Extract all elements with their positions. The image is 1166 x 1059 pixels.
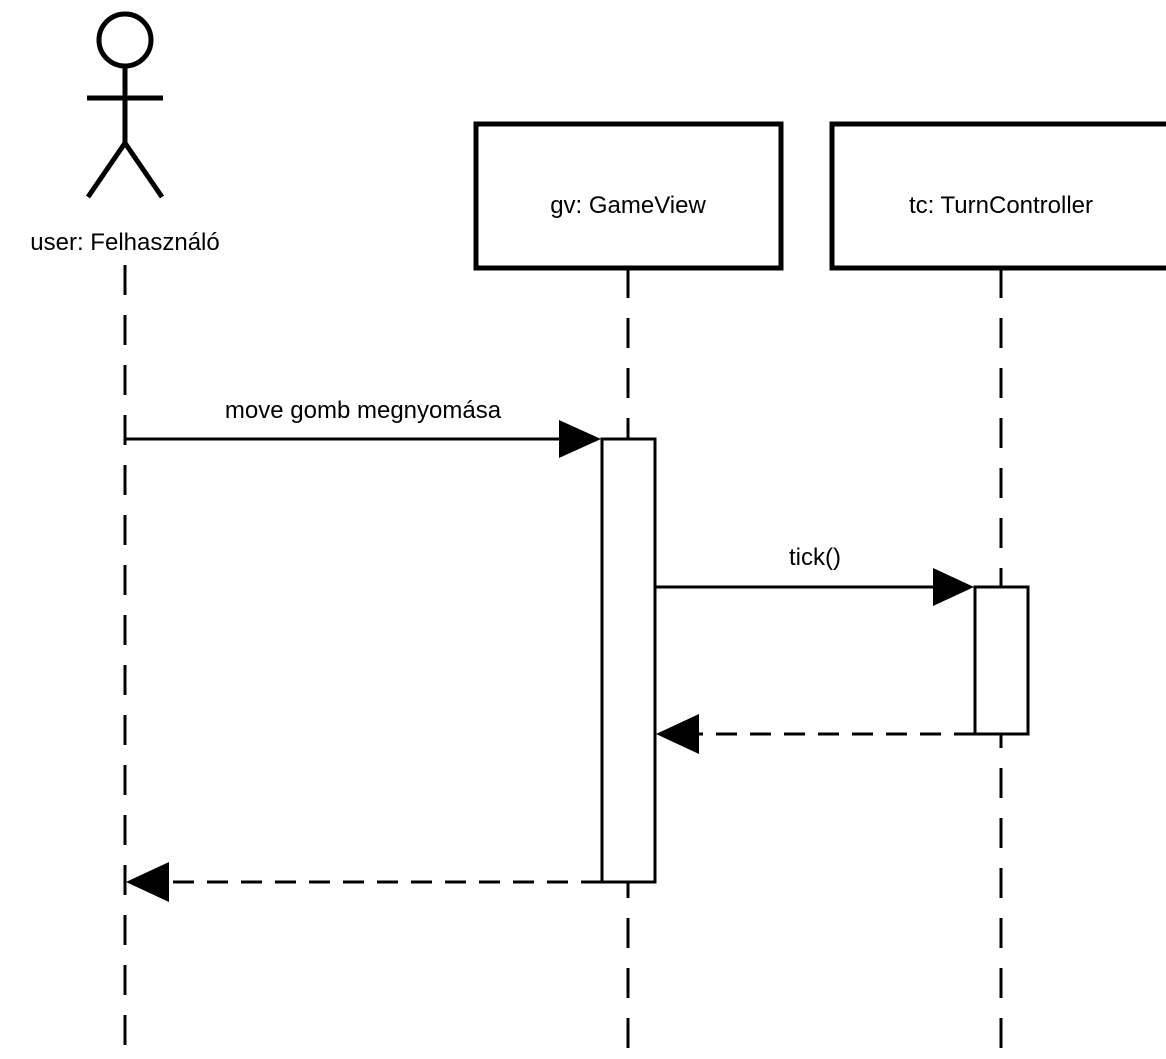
actor-right-leg — [122, 141, 165, 199]
message-label: move gomb megnyomása — [225, 397, 502, 424]
arrowhead-filled — [126, 862, 169, 902]
participant-label: gv: GameView — [550, 192, 706, 219]
actor-label: user: Felhasználó — [30, 229, 219, 256]
arrowhead-filled — [933, 568, 974, 606]
participant-gameview[interactable]: gv: GameView — [473, 121, 784, 271]
return-message-tick[interactable] — [656, 714, 975, 754]
participant-turncontroller[interactable]: tc: TurnController — [829, 121, 1166, 271]
arrowhead-filled — [559, 420, 601, 458]
arrowhead-filled — [656, 714, 699, 754]
return-message-move[interactable] — [126, 862, 602, 902]
message-tick[interactable]: tick() — [655, 544, 974, 606]
participant-box — [829, 121, 1166, 271]
message-move-button[interactable]: move gomb megnyomása — [125, 397, 601, 458]
activation-bar-turncontroller — [973, 585, 1030, 736]
actor-left-leg — [85, 141, 128, 199]
participant-box — [473, 121, 784, 271]
actor-user[interactable]: user: Felhasználó — [30, 11, 220, 256]
message-label: tick() — [789, 544, 841, 571]
participant-label: tc: TurnController — [909, 192, 1093, 219]
actor-head — [96, 11, 154, 69]
activation-bar-gameview — [600, 437, 657, 884]
